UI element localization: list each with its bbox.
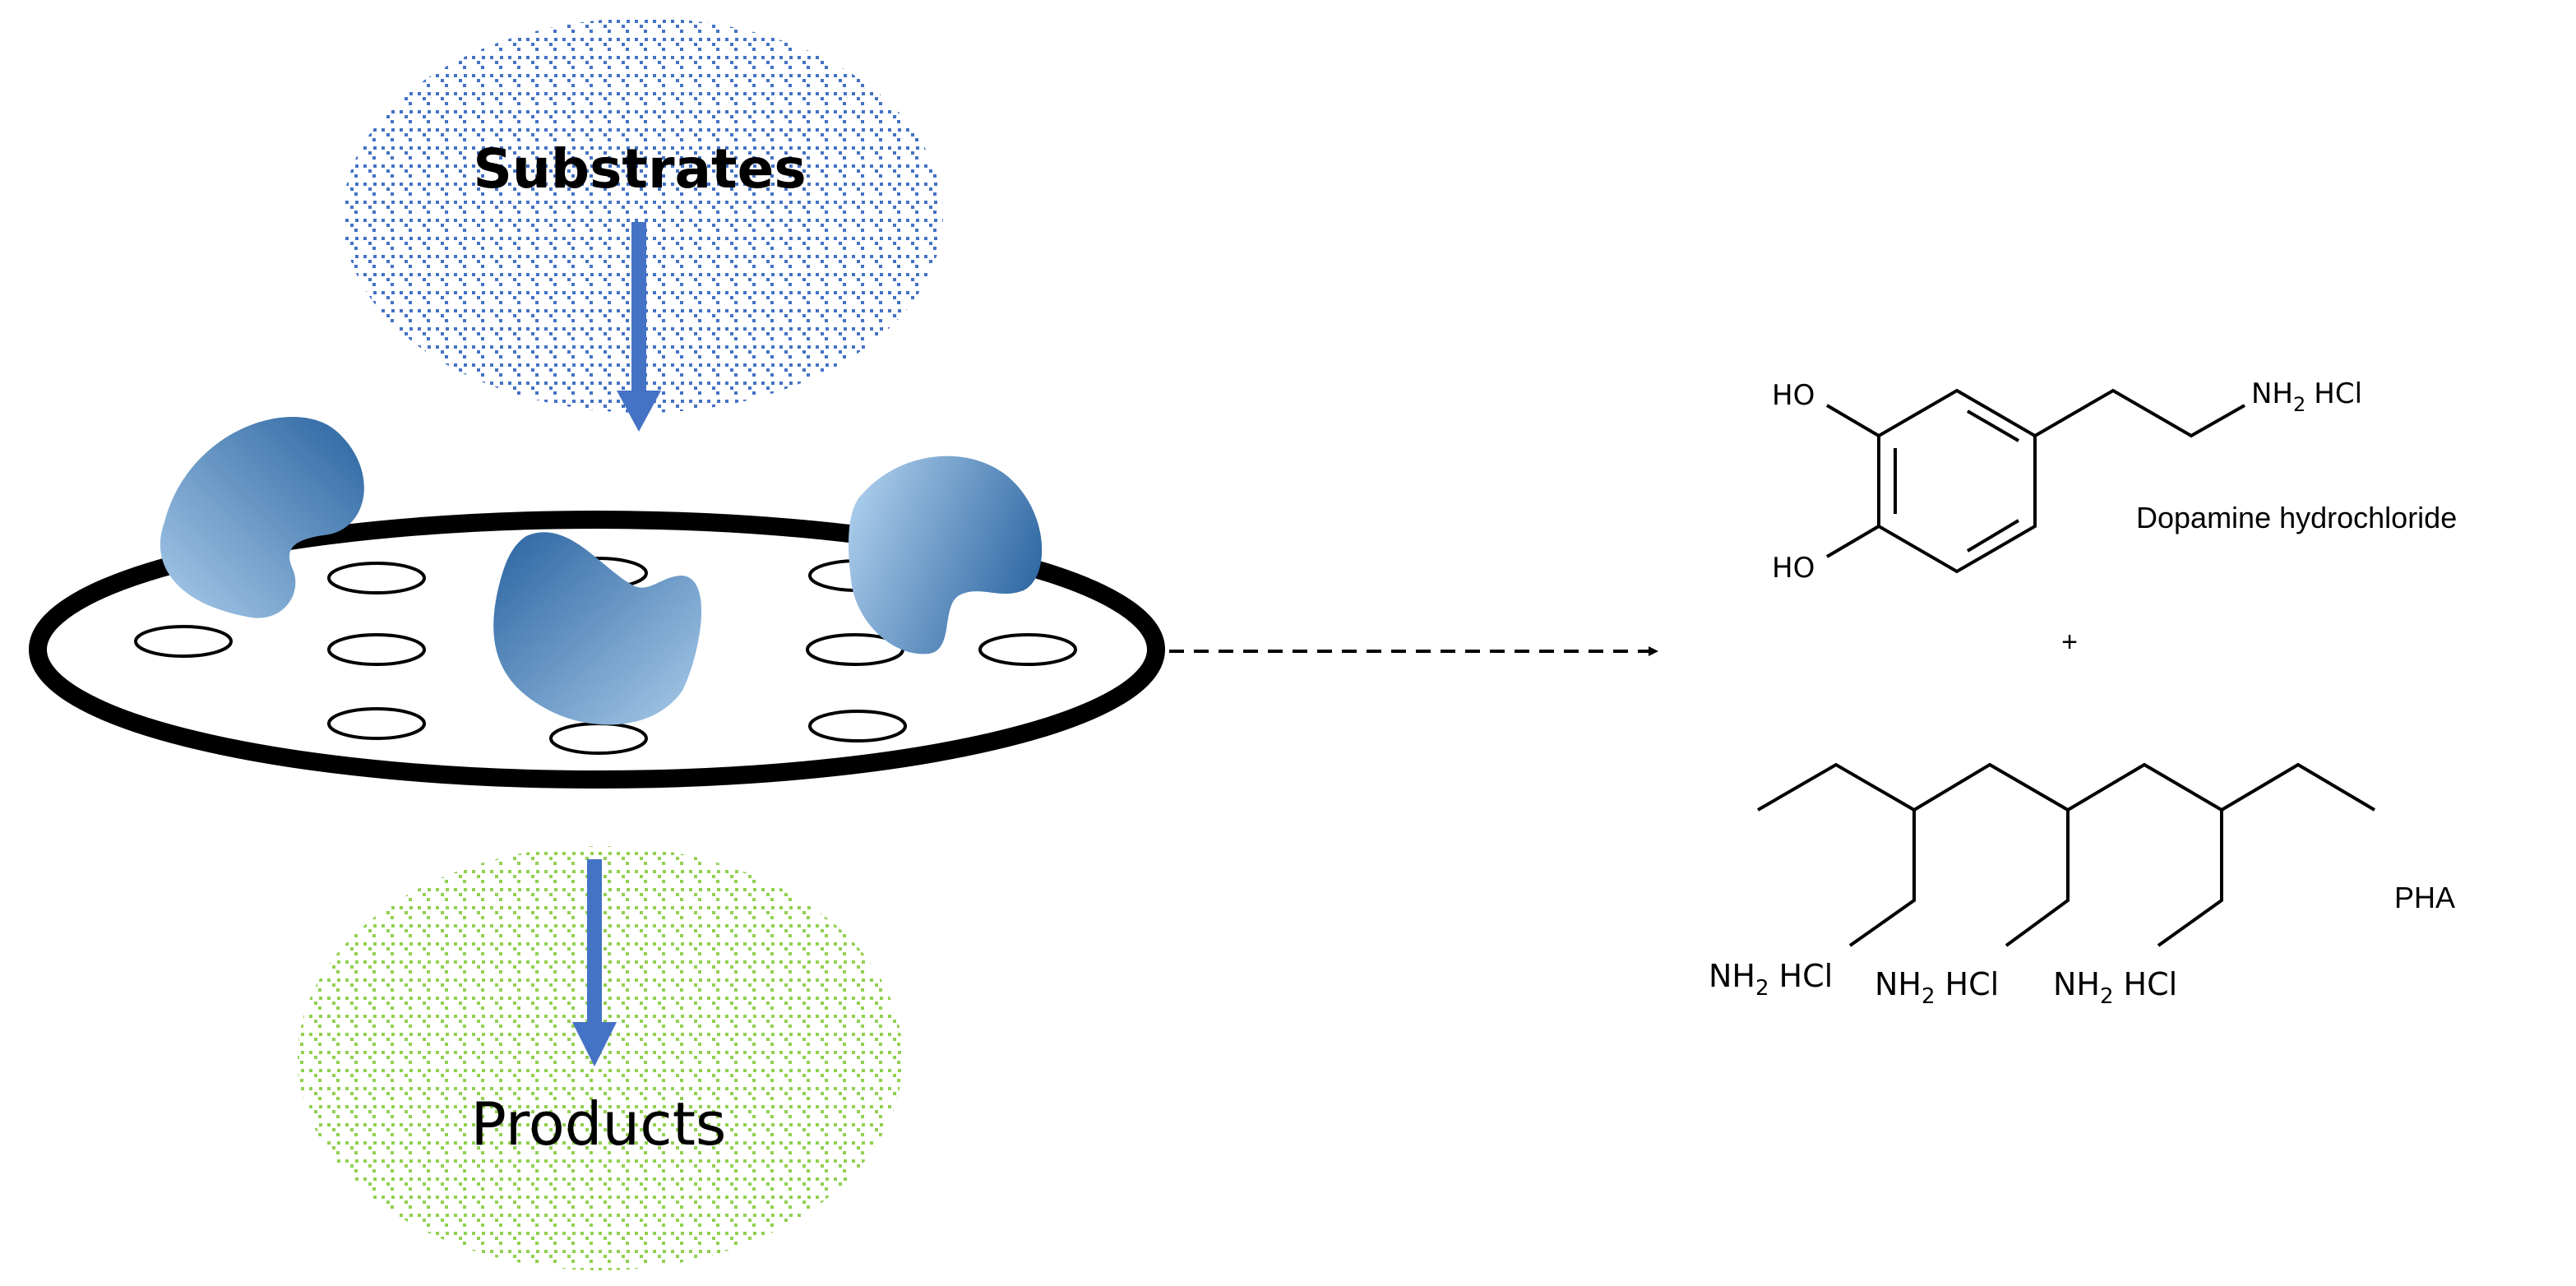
pore [549, 722, 648, 755]
pore [327, 562, 426, 594]
dopamine-labels: HO HO NH2 HCl [1772, 377, 2362, 585]
pha-amine-1: NH [1709, 958, 1755, 994]
enzyme-middle [493, 532, 702, 725]
pha-hcl-2: HCl [1945, 966, 2000, 1002]
pore [327, 633, 426, 666]
pha-amine-2: NH [1875, 966, 1922, 1002]
pha-branch-3 [2157, 810, 2223, 947]
pha-amine-1-sub: 2 [1755, 976, 1769, 1001]
pore [808, 710, 907, 742]
ho-bottom-label: HO [1772, 552, 1815, 585]
enzyme-left [160, 416, 364, 618]
pha-branch-2 [2005, 810, 2070, 947]
pore [134, 625, 233, 658]
substrate-arrow [617, 222, 661, 432]
substrates-label: Substrates [473, 137, 806, 201]
pha-amine-2-sub: 2 [1922, 984, 1935, 1009]
enzyme-right [849, 456, 1043, 655]
pha-hcl-1: HCl [1779, 958, 1834, 994]
pha-name: PHA [2394, 881, 2455, 914]
product-arrow [572, 859, 617, 1066]
pore [327, 707, 426, 740]
dopamine-structure [1825, 388, 2245, 574]
amine-subscript: 2 [2293, 393, 2305, 416]
amine-label: NH [2251, 377, 2293, 410]
plus-sign: + [2061, 627, 2078, 658]
pha-amine-3: NH [2053, 966, 2100, 1002]
dopamine-name: Dopamine hydrochloride [2136, 501, 2457, 534]
products-label: Products [471, 1089, 727, 1159]
benzene-ring [1877, 388, 2037, 574]
pha-backbone [1756, 762, 2376, 812]
ho-top-label: HO [1772, 379, 1815, 412]
substrates-cloud [343, 18, 943, 413]
products-cloud [298, 846, 903, 1270]
pha-branch-1 [1848, 810, 1916, 947]
pore [978, 633, 1077, 666]
pha-amine-3-sub: 2 [2100, 984, 2114, 1009]
hcl-label: HCl [2314, 377, 2362, 410]
pha-hcl-3: HCl [2124, 966, 2178, 1002]
pha-structure [1756, 762, 2376, 947]
